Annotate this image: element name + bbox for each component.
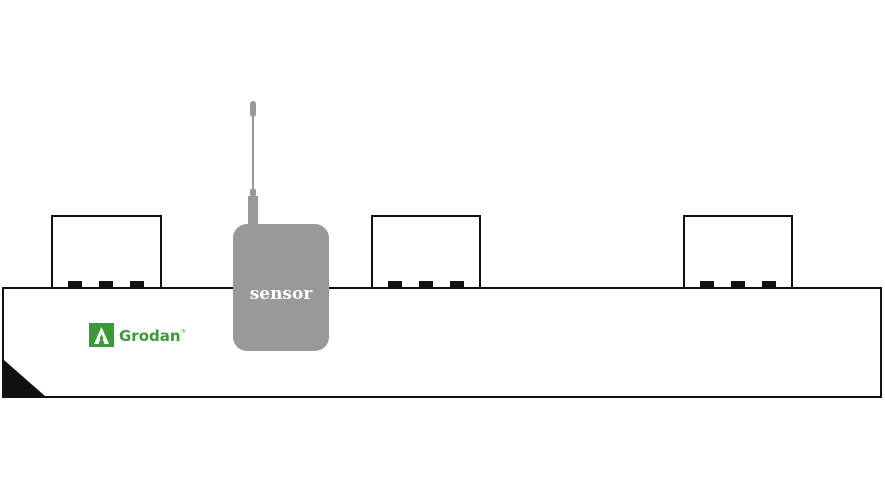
sensor-device: sensor: [233, 101, 329, 351]
block-3: [683, 215, 793, 290]
sensor-body: [233, 224, 329, 351]
block-3-dripper-3: [762, 281, 776, 287]
slab-corner-marker: [4, 360, 45, 396]
block-2-outline: [371, 215, 481, 290]
block-1-dripper-1: [68, 281, 82, 287]
block-3-outline: [683, 215, 793, 290]
block-1-outline: [51, 215, 162, 290]
block-1-dripper-2: [99, 281, 113, 287]
block-1-dripper-3: [130, 281, 144, 287]
block-2-dripper-3: [450, 281, 464, 287]
sensor-label: sensor: [250, 284, 314, 304]
block-2-dripper-1: [388, 281, 402, 287]
block-3-dripper-2: [731, 281, 745, 287]
block-2: [371, 215, 481, 290]
antenna-icon: [248, 101, 258, 224]
grodan-logo-icon: [89, 323, 114, 347]
grodan-wordmark: Grodan: [119, 327, 181, 345]
grodan-logo: Grodan ®: [89, 323, 186, 347]
slab-outline: [2, 287, 882, 398]
grodan-registered-mark: ®: [181, 328, 186, 335]
slab: Grodan ®: [2, 287, 882, 398]
block-3-dripper-1: [700, 281, 714, 287]
block-1: [51, 215, 162, 290]
block-2-dripper-2: [419, 281, 433, 287]
